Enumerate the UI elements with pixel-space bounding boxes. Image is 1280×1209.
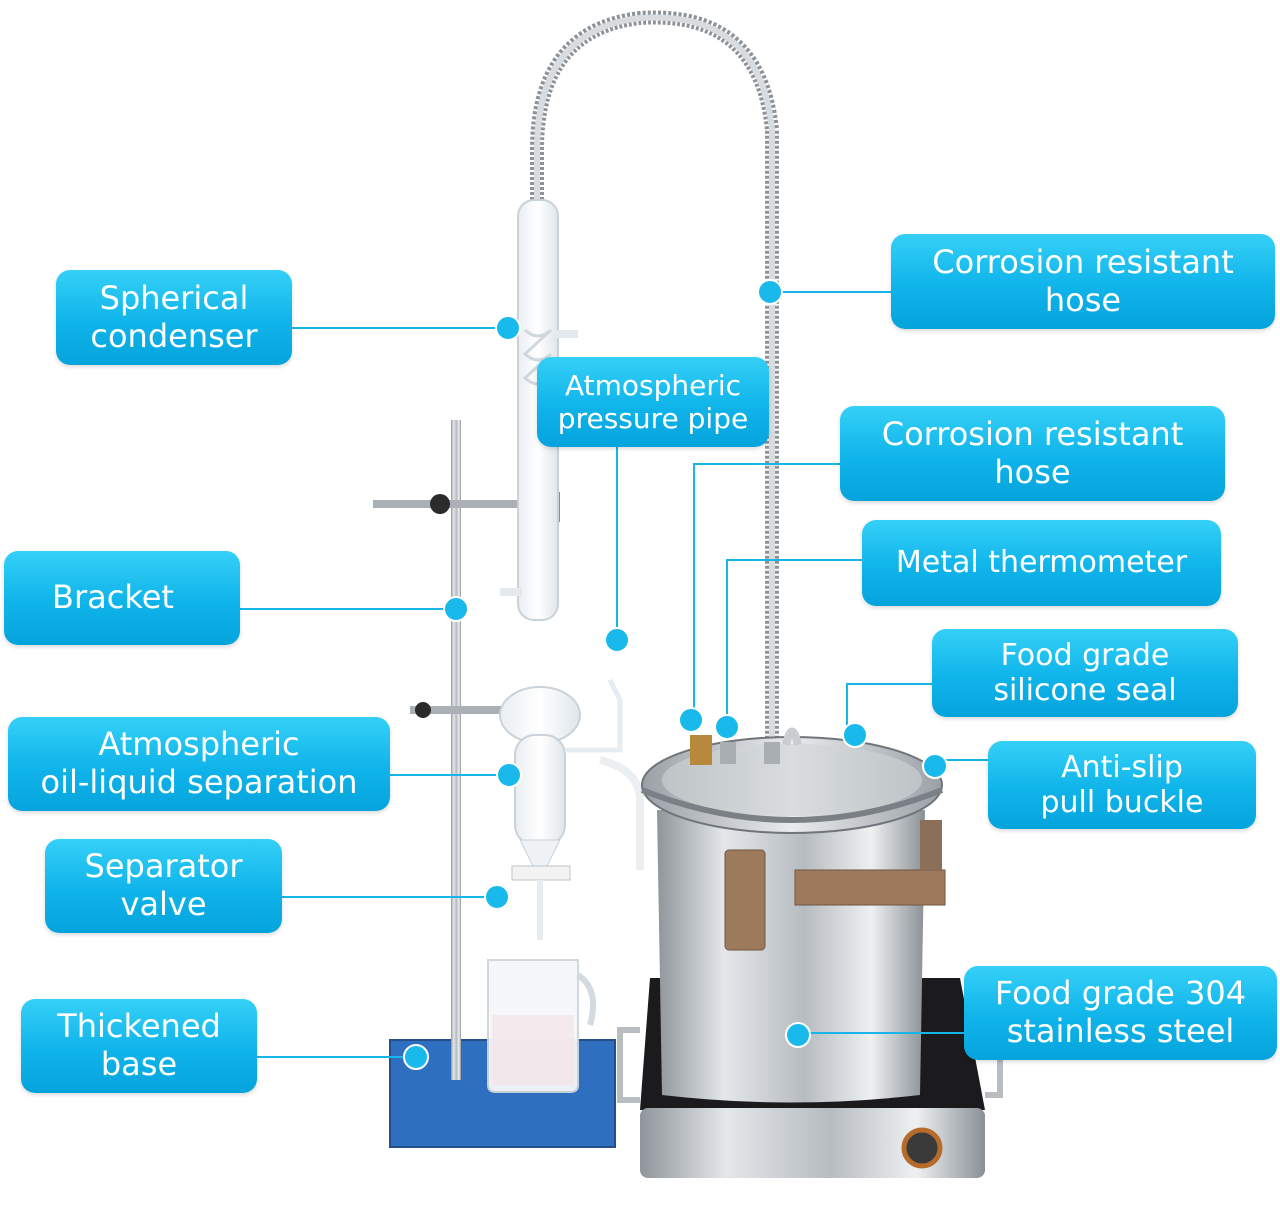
- clamp-arm-upper: [373, 500, 553, 508]
- label-thermometer: Metal thermometer: [862, 520, 1221, 606]
- label-hose-mid: Corrosion resistant hose: [840, 406, 1225, 501]
- label-spherical-condenser: Spherical condenser: [56, 270, 292, 365]
- label-oil-liquid-separation: Atmospheric oil-liquid separation: [8, 717, 390, 811]
- pull-buckle-left: [724, 849, 766, 951]
- label-bracket: Bracket: [4, 551, 240, 645]
- pot-side-handle: [794, 869, 946, 906]
- stand-rod: [451, 420, 461, 1080]
- marker-thickened-base: [403, 1044, 429, 1070]
- label-pull-buckle: Anti-slip pull buckle: [988, 741, 1256, 829]
- marker-silicone-seal: [842, 722, 868, 748]
- label-stainless-steel: Food grade 304 stainless steel: [964, 966, 1277, 1060]
- marker-pull-buckle: [922, 753, 948, 779]
- marker-separator-valve: [484, 884, 510, 910]
- label-thickened-base: Thickened base: [21, 999, 257, 1093]
- marker-hose-mid: [678, 707, 704, 733]
- label-pressure-pipe: Atmospheric pressure pipe: [537, 357, 769, 447]
- marker-thermometer: [714, 714, 740, 740]
- marker-spherical-condenser: [495, 315, 521, 341]
- marker-stainless-steel: [785, 1022, 811, 1048]
- marker-pressure-pipe: [604, 627, 630, 653]
- marker-bracket: [443, 596, 469, 622]
- label-silicone-seal: Food grade silicone seal: [932, 629, 1238, 717]
- cooker-knob: [901, 1127, 943, 1169]
- label-hose-top: Corrosion resistant hose: [891, 234, 1275, 329]
- label-separator-valve: Separator valve: [45, 839, 282, 933]
- marker-hose-top: [757, 279, 783, 305]
- marker-oil-liquid-separation: [496, 762, 522, 788]
- clamp-arm-lower: [410, 706, 550, 714]
